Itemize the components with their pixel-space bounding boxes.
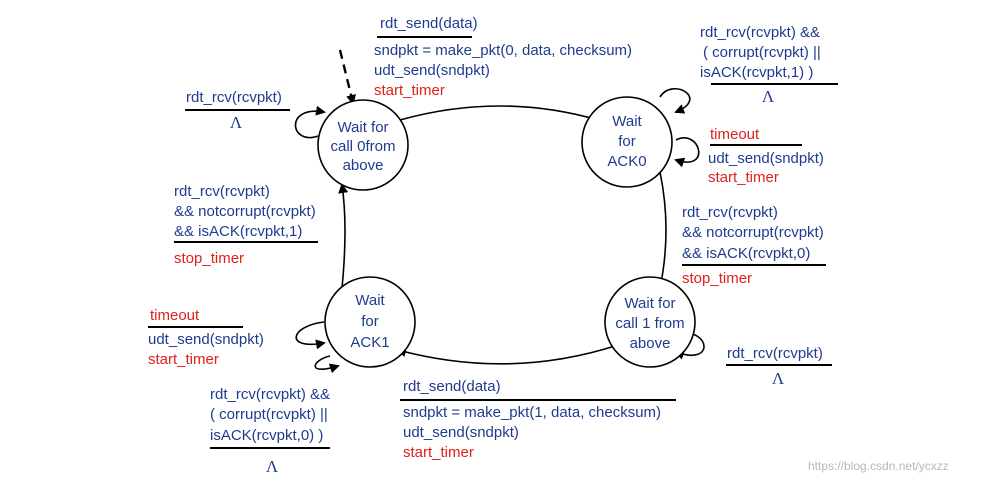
state-wait-call-1 — [604, 276, 696, 368]
event-label: rdt_rcv(rcvpkt) — [174, 183, 270, 200]
timer-label: start_timer — [148, 351, 219, 368]
state-label: Wait for — [624, 295, 675, 312]
timer-label: start_timer — [403, 444, 474, 461]
event-label: rdt_rcv(rcvpkt) && — [700, 24, 820, 41]
loop-s1-timeout — [674, 137, 700, 168]
event-label: rdt_send(data) — [380, 15, 478, 32]
state-label: for — [618, 133, 636, 150]
event-label: rdt_send(data) — [403, 378, 501, 395]
lambda-label: Λ — [762, 87, 775, 106]
event-label: ( corrupt(rcvpkt) || — [210, 406, 328, 423]
loop-s3-timeout — [295, 321, 326, 350]
loop-s3-corrupt — [314, 355, 340, 374]
lambda-label: Λ — [772, 369, 785, 388]
event-label: rdt_rcv(rcvpkt) && — [210, 386, 330, 403]
timer-label: start_timer — [374, 82, 445, 99]
state-label: ACK1 — [350, 334, 389, 351]
loop-s1-corrupt — [659, 88, 691, 114]
state-label: call 1 from — [615, 315, 684, 332]
timer-label: start_timer — [708, 169, 779, 186]
state-label: above — [630, 335, 671, 352]
watermark: https://blog.csdn.net/ycxzz — [808, 459, 949, 473]
event-label: rdt_rcv(rcvpkt) — [186, 89, 282, 106]
state-wait-ack-1 — [324, 276, 416, 368]
state-label: Wait — [612, 113, 642, 130]
action-label: sndpkt = make_pkt(0, data, checksum) — [374, 42, 632, 59]
edge-s2-to-s3 — [396, 344, 619, 365]
timer-label: stop_timer — [682, 270, 752, 287]
action-label: udt_send(sndpkt) — [403, 424, 519, 441]
event-label: rdt_rcv(rcvpkt) — [682, 204, 778, 221]
event-label: && notcorrupt(rcvpkt) — [174, 203, 316, 220]
state-wait-call-0 — [317, 99, 409, 191]
event-label: && isACK(rcvpkt,0) — [682, 245, 810, 262]
edge-s0-to-s1 — [399, 105, 600, 123]
state-label: call 0from — [330, 138, 395, 155]
state-label: Wait — [355, 292, 385, 309]
state-label: Wait for — [337, 119, 388, 136]
state-label: above — [343, 157, 384, 174]
lambda-label: Λ — [266, 457, 279, 476]
loop-s0-self — [294, 105, 326, 139]
event-label: isACK(rcvpkt,0) ) — [210, 427, 323, 444]
edge-s1-to-s2 — [656, 171, 667, 290]
event-label: && isACK(rcvpkt,1) — [174, 223, 302, 240]
event-label: rdt_rcv(rcvpkt) — [727, 345, 823, 362]
action-label: udt_send(sndpkt) — [374, 62, 490, 79]
lambda-label: Λ — [230, 113, 243, 132]
action-label: sndpkt = make_pkt(1, data, checksum) — [403, 404, 661, 421]
event-label: ( corrupt(rcvpkt) || — [703, 44, 821, 61]
state-label: for — [361, 313, 379, 330]
event-label: timeout — [710, 126, 760, 143]
event-label: timeout — [150, 307, 200, 324]
state-wait-ack-0 — [581, 96, 673, 188]
initial-arrow — [338, 49, 356, 105]
state-label: ACK0 — [607, 153, 646, 170]
timer-label: stop_timer — [174, 250, 244, 267]
edge-s3-to-s0 — [338, 183, 349, 289]
action-label: udt_send(sndpkt) — [708, 150, 824, 167]
action-label: udt_send(sndpkt) — [148, 331, 264, 348]
event-label: isACK(rcvpkt,1) ) — [700, 64, 813, 81]
event-label: && notcorrupt(rcvpkt) — [682, 224, 824, 241]
